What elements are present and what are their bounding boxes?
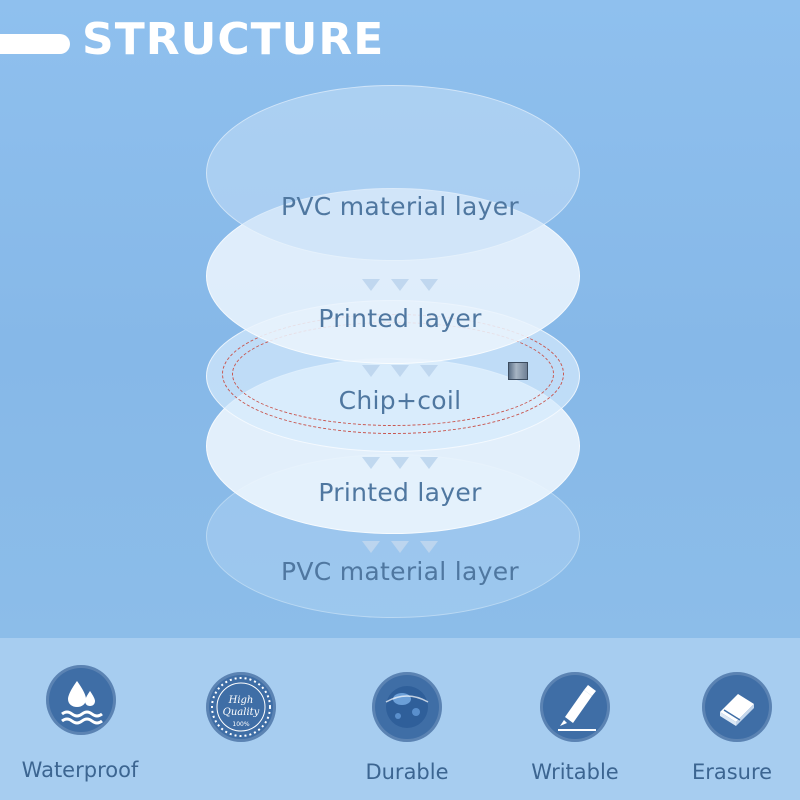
- feature-label-erasure: Erasure: [691, 760, 773, 784]
- down-arrows-icon: [362, 360, 438, 382]
- layer-label-pvc-bottom: PVC material layer: [281, 557, 519, 586]
- layer-label-printed-bottom: Printed layer: [318, 478, 482, 507]
- layer-label-pvc-top: PVC material layer: [281, 192, 519, 221]
- seal-text-high: High: [228, 695, 254, 706]
- seal-text-percent: 100%: [232, 721, 249, 728]
- page-title: STRUCTURE: [82, 14, 385, 65]
- features-band: Waterproof High Quality 100% Durable Wri…: [0, 638, 800, 800]
- down-arrows-icon: [362, 274, 438, 296]
- pencil-icon: [540, 672, 610, 742]
- water-drop-icon: [46, 665, 116, 735]
- durable-sphere-icon: [372, 672, 442, 742]
- high-quality-seal-icon: High Quality 100%: [206, 672, 276, 742]
- feature-label-writable: Writable: [531, 760, 619, 784]
- seal-text-quality: Quality: [223, 707, 260, 718]
- layer-pvc-top: [206, 85, 580, 261]
- down-arrows-icon: [362, 536, 438, 558]
- header-accent-bar: [0, 34, 70, 54]
- feature-label-waterproof: Waterproof: [21, 758, 139, 782]
- feature-label-durable: Durable: [365, 760, 449, 784]
- chip-icon: [508, 362, 528, 380]
- eraser-icon: [702, 672, 772, 742]
- down-arrows-icon: [362, 452, 438, 474]
- layer-label-chip-coil: Chip+coil: [338, 386, 462, 415]
- layer-label-printed-top: Printed layer: [318, 304, 482, 333]
- structure-panel: STRUCTURE PVC material layer Printed lay…: [0, 0, 800, 638]
